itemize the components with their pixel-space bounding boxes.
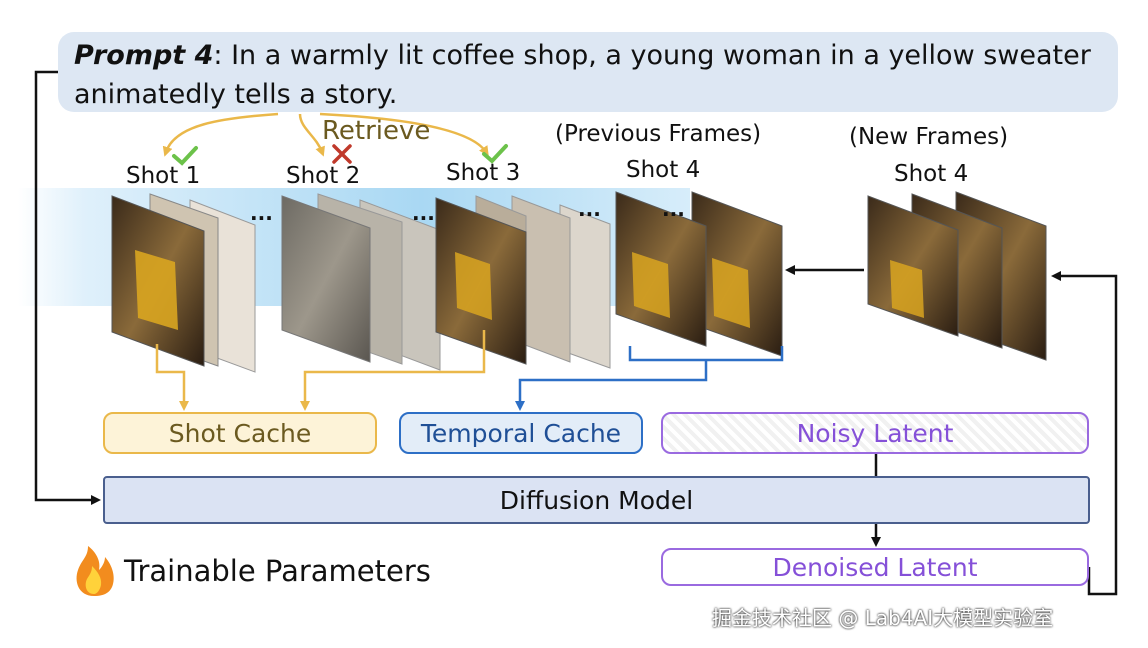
new-frames-shot-label: Shot 4: [894, 161, 969, 187]
noisy-latent-box: Noisy Latent: [661, 412, 1089, 454]
shot-3-label: Shot 3: [446, 160, 521, 186]
shot-cache-connectors: [155, 330, 486, 411]
prompt-body: : In a warmly lit coffee shop, a young w…: [74, 40, 1091, 110]
previous-frames-caption: (Previous Frames): [555, 121, 762, 147]
prompt-text: Prompt 4: In a warmly lit coffee shop, a…: [74, 36, 1110, 114]
diffusion-model-box: Diffusion Model: [103, 476, 1090, 524]
shot-1-label: Shot 1: [126, 163, 201, 189]
temporal-cache-box: Temporal Cache: [399, 412, 643, 454]
prompt-to-diffusion-arrow: [34, 70, 101, 505]
shot-2-label: Shot 2: [286, 163, 361, 189]
ellipsis-shot-3: ...: [578, 197, 601, 221]
previous-frames-shot-label: Shot 4: [626, 157, 701, 183]
denoised-latent-box: Denoised Latent: [661, 548, 1089, 586]
retrieve-arrows: [162, 112, 489, 157]
legend-trainable-label: Trainable Parameters: [124, 554, 431, 588]
shot-1-frames: [111, 193, 256, 373]
prompt-box: [58, 32, 1118, 112]
shot-2-frames: [281, 193, 441, 371]
shot-3-frames: [435, 195, 611, 369]
legend-flame-icon: [76, 546, 114, 596]
retrieve-label: Retrieve: [322, 116, 431, 146]
ellipsis-shot-2: ...: [412, 201, 435, 225]
shot-cache-box: Shot Cache: [103, 412, 377, 454]
shot-1-check-icon: [172, 146, 198, 166]
shot-4-previous-frames: [615, 191, 783, 357]
watermark: 掘金技术社区 @ Lab4AI大模型实验室: [712, 606, 1054, 630]
ellipsis-shot-1: ...: [250, 201, 273, 225]
shot-4-new-frames: [867, 191, 1047, 361]
ellipsis-shot-4: ...: [662, 197, 685, 221]
denoised-to-new-frames-arrow: [1051, 271, 1118, 596]
shot-2-cross-icon: [332, 144, 352, 164]
temporal-cache-connector: [515, 346, 784, 411]
prompt-label: Prompt 4: [74, 40, 214, 71]
new-frames-caption: (New Frames): [849, 124, 1009, 150]
shot-3-check-icon: [482, 144, 508, 164]
